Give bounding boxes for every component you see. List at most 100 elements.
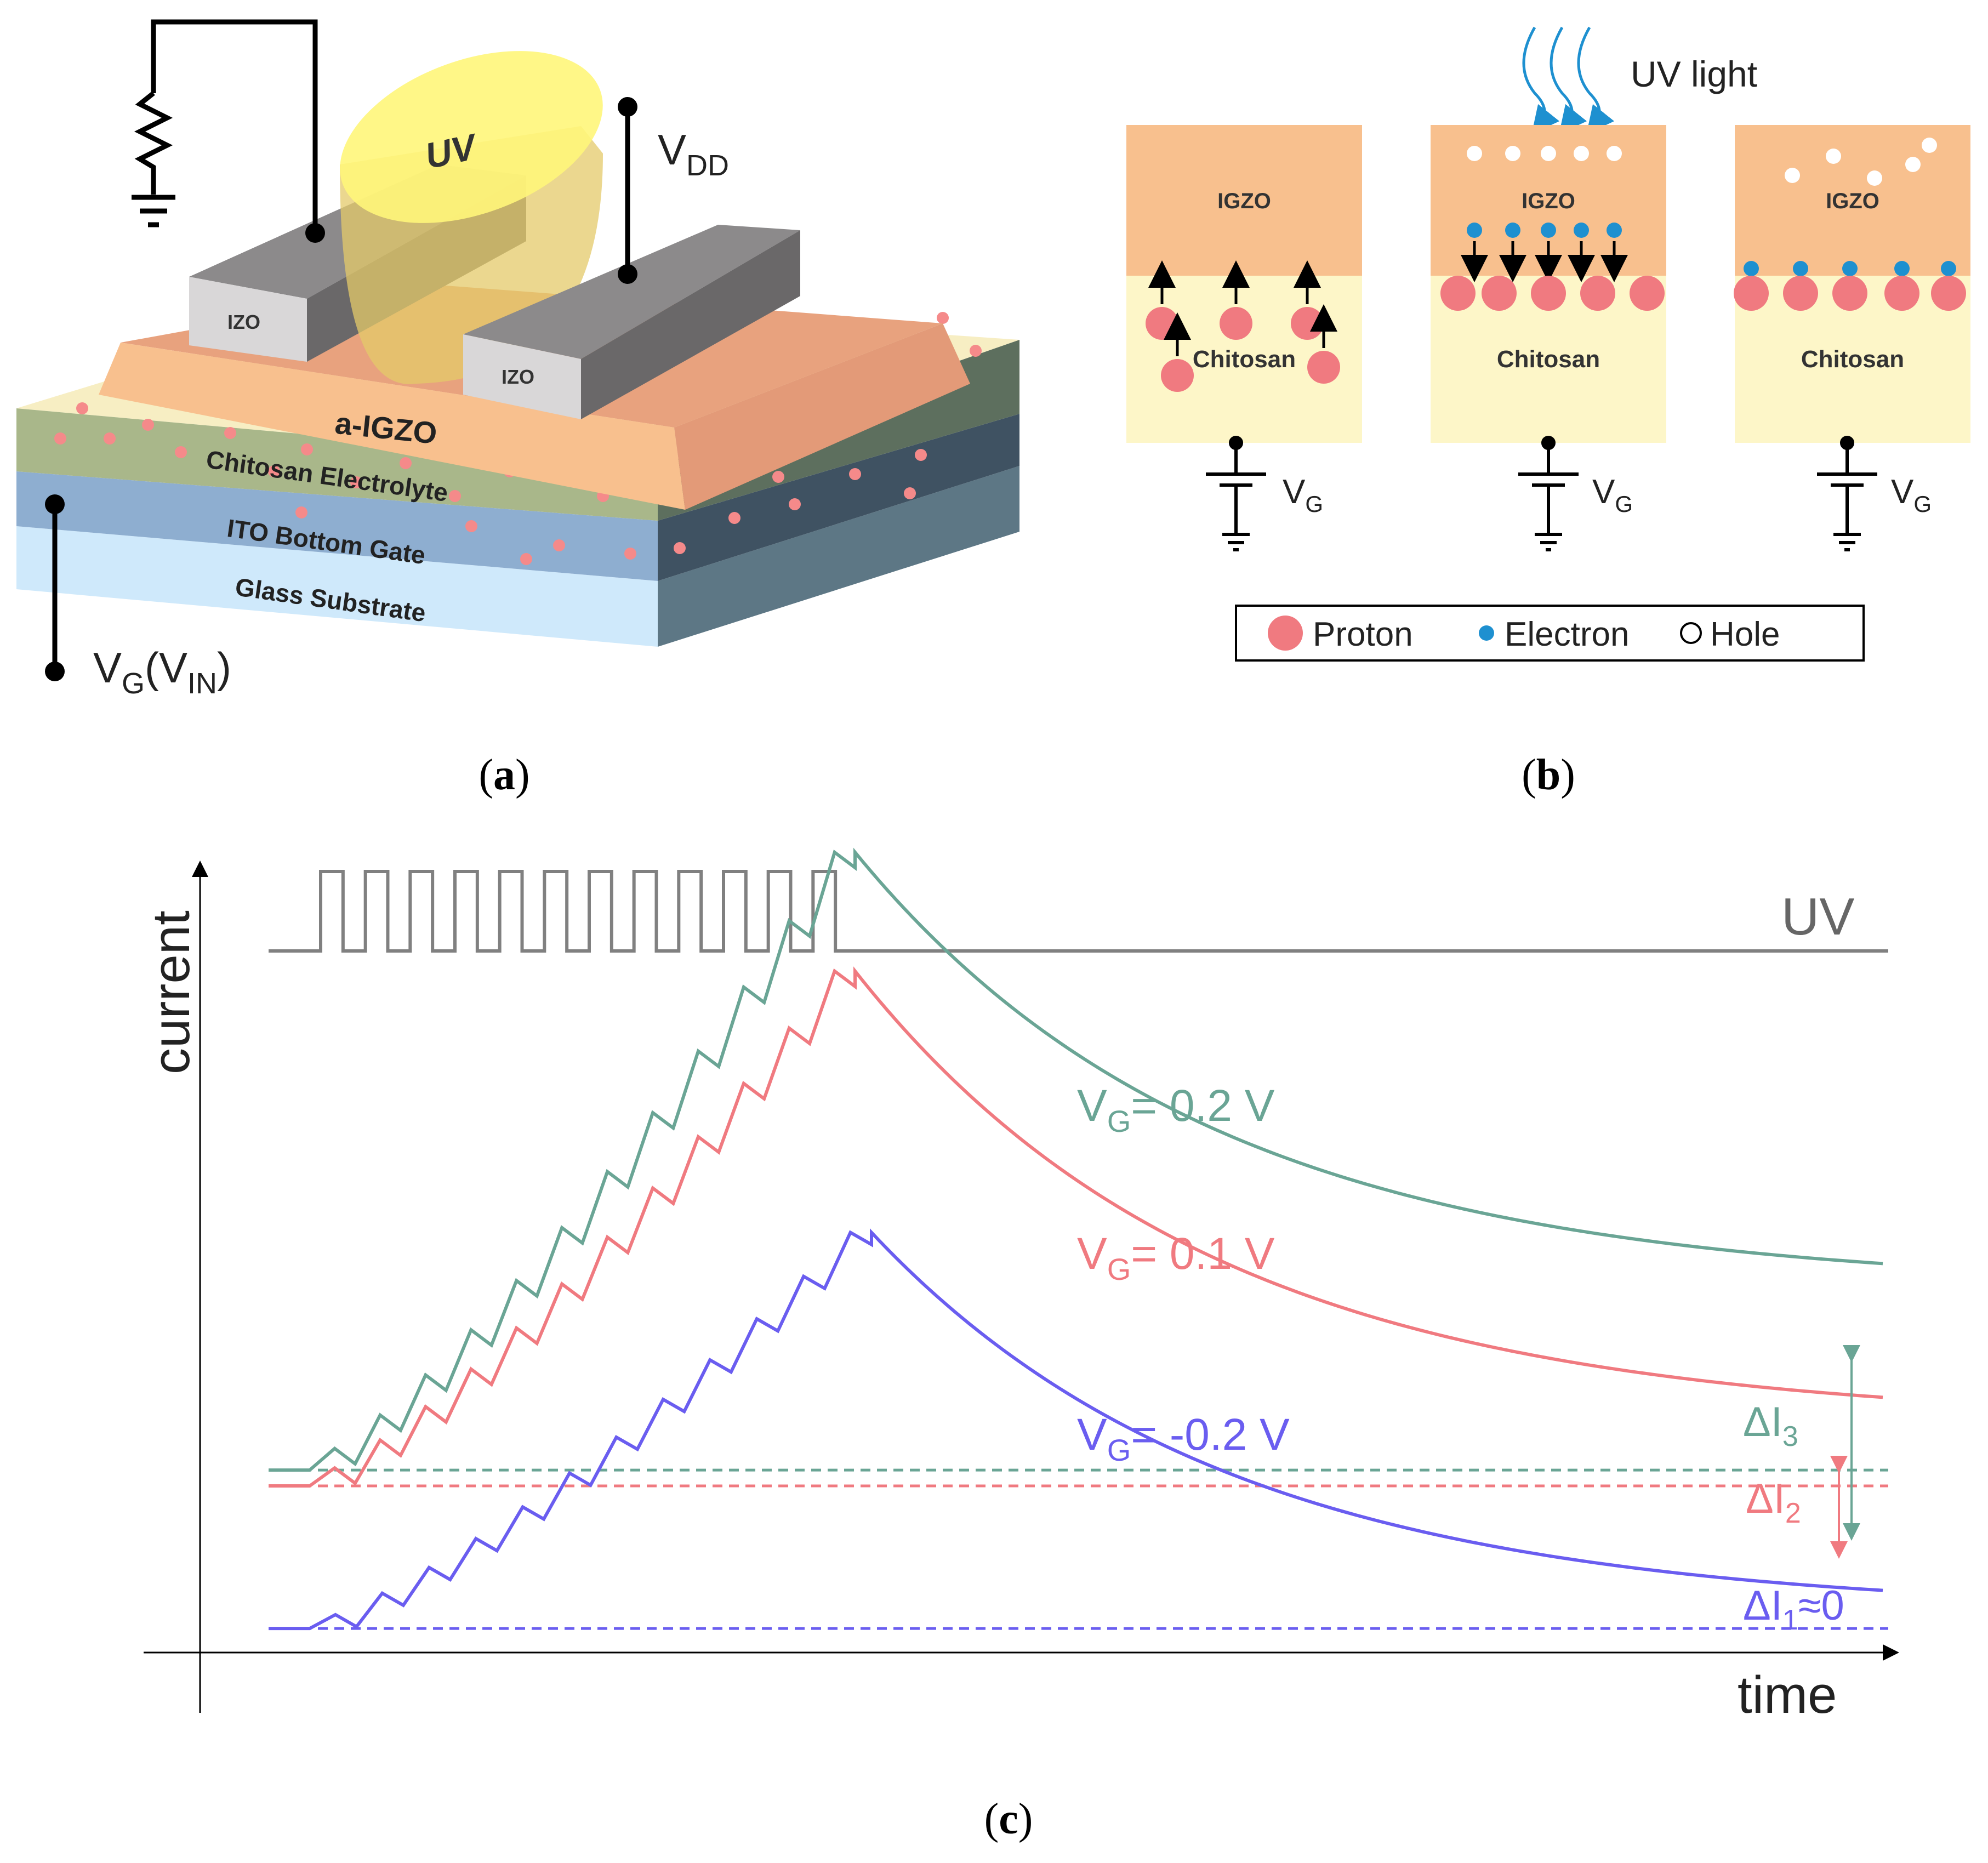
legend-hole: Hole <box>1710 616 1780 653</box>
holes-state-2 <box>1467 146 1622 161</box>
legend-box <box>1235 605 1865 662</box>
chitosan-label-2: Chitosan <box>1497 346 1600 373</box>
vg-red-main: V <box>1077 1229 1107 1279</box>
legend-proton: Proton <box>1313 616 1413 653</box>
panel-c-chart: current time UV VG= 0.2 V VG= 0.1 V VG= … <box>142 847 1899 1843</box>
vdd-terminal-top <box>618 97 637 117</box>
ito-gate-side <box>658 414 1019 581</box>
vg-vin-label: VG(VIN) <box>93 643 231 700</box>
uv-pulse-trace <box>269 870 1888 953</box>
vg-green-main: V <box>1077 1081 1107 1131</box>
vg-green-sub: G <box>1107 1104 1131 1138</box>
x-axis-label: time <box>1738 1666 1837 1724</box>
caption-a: (a) <box>479 751 529 799</box>
igzo-label-2: IGZO <box>1522 189 1575 213</box>
caption-b: (b) <box>1522 751 1575 799</box>
chitosan-label-3: Chitosan <box>1801 346 1904 373</box>
vg-blue-main: V <box>1077 1410 1107 1460</box>
electron-legend-icon <box>1479 625 1494 641</box>
igzo-label-1: IGZO <box>1217 189 1271 213</box>
svg-text:VG= 0.1 V: VG= 0.1 V <box>1077 1229 1275 1286</box>
vg-b1-main: V <box>1283 473 1306 511</box>
electron-drift-arrows-2 <box>1461 241 1628 282</box>
izo-right-top <box>463 225 800 359</box>
izo-left-label: IZO <box>227 311 260 333</box>
series-line-1 <box>269 966 1883 1488</box>
vin-subscript: IN <box>187 667 217 700</box>
vin-open: (V <box>145 643 187 692</box>
series-label-green: VG= 0.2 V <box>1077 1081 1275 1138</box>
vg-terminal-top <box>45 494 65 514</box>
delta-i1-suffix: ≈0 <box>1798 1582 1844 1629</box>
source-terminal <box>305 223 325 243</box>
vin-close: ) <box>217 643 231 692</box>
vdd-label: VDD <box>658 126 729 182</box>
vg-main-a: V <box>93 643 122 692</box>
delta-i1-main: ΔI <box>1743 1582 1782 1629</box>
state-3-block: IGZO Chitosan <box>1734 125 1970 443</box>
uv-trace-label: UV <box>1781 887 1854 946</box>
igzo-layer-side <box>674 323 970 510</box>
state-2-block: IGZO Chitosan <box>1431 125 1666 443</box>
series-line-0 <box>269 847 1883 1472</box>
vg-red-sub: G <box>1107 1252 1131 1286</box>
resistor-icon <box>134 91 173 195</box>
vg-b2-main: V <box>1592 473 1615 511</box>
glass-substrate-side <box>658 466 1019 647</box>
panel-b-mechanism: UV light IGZO Chitosan IGZO Chi <box>1126 26 1970 799</box>
series-line-2 <box>269 1228 1883 1631</box>
vg-label-b3: VG <box>1891 473 1932 517</box>
izo-right-front <box>463 334 581 419</box>
chitosan-label-1: Chitosan <box>1193 346 1296 373</box>
y-axis-label: current <box>142 910 201 1074</box>
caption-b-letter: b <box>1536 751 1561 799</box>
series-label-red: VG= 0.1 V <box>1077 1229 1275 1286</box>
igzo-block-1 <box>1126 125 1362 276</box>
legend-b: Proton Electron Hole <box>1235 605 1865 662</box>
chitosan-layer-front <box>16 408 658 521</box>
izo-left-front <box>189 277 307 362</box>
delta-i2-label: ΔI2 <box>1746 1475 1801 1529</box>
proton-legend-icon <box>1268 616 1303 651</box>
izo-right-label: IZO <box>502 366 534 388</box>
svg-text:VG= 0.2 V: VG= 0.2 V <box>1077 1081 1275 1138</box>
vg-b2-sub: G <box>1615 491 1633 517</box>
proton-drift-arrows-1 <box>1148 260 1337 356</box>
uv-light-label: UV light <box>1631 54 1757 94</box>
delta-i3-main: ΔI <box>1743 1399 1782 1445</box>
vdd-subscript: DD <box>686 149 729 182</box>
ito-gate-front <box>16 471 658 581</box>
glass-substrate-top <box>16 526 658 647</box>
protons-state-3 <box>1734 276 1966 311</box>
vg-subscript-a: G <box>122 667 145 700</box>
caption-c: (c) <box>984 1795 1033 1843</box>
gate-symbol-3 <box>1817 436 1877 551</box>
vg-blue-sub: G <box>1107 1433 1131 1467</box>
delta-i1-label: ΔI1≈0 <box>1743 1582 1844 1636</box>
vg-blue-value: = -0.2 V <box>1131 1410 1290 1460</box>
izo-right-side <box>581 230 800 419</box>
vg-b3-sub: G <box>1913 491 1932 517</box>
panel-a-device: UV IZO IZO a-IGZO Chitosan Electrolyte I… <box>16 19 1019 799</box>
legend-electron: Electron <box>1505 616 1629 653</box>
uv-beam-top <box>340 51 603 223</box>
delta-i2-main: ΔI <box>1746 1475 1785 1522</box>
gate-symbol-2 <box>1518 436 1579 551</box>
vg-label-b1: VG <box>1283 473 1323 517</box>
hole-legend-icon <box>1680 622 1702 644</box>
electrons-state-2 <box>1467 223 1622 238</box>
vg-green-value: = 0.2 V <box>1131 1081 1274 1131</box>
current-curves <box>269 847 1888 1631</box>
vg-terminal-bottom <box>45 662 65 681</box>
vdd-main: V <box>658 126 686 174</box>
vg-red-value: = 0.1 V <box>1131 1229 1274 1279</box>
gate-symbol-1 <box>1206 436 1266 551</box>
vg-b3-main: V <box>1891 473 1914 511</box>
delta-i3-sub: 3 <box>1782 1421 1798 1452</box>
delta-i1-sub: 1 <box>1782 1604 1798 1636</box>
uv-light-arrows <box>1522 26 1615 134</box>
protons-state-2 <box>1440 276 1665 311</box>
holes-state-3 <box>1785 138 1937 186</box>
vg-label-b2: VG <box>1592 473 1633 517</box>
